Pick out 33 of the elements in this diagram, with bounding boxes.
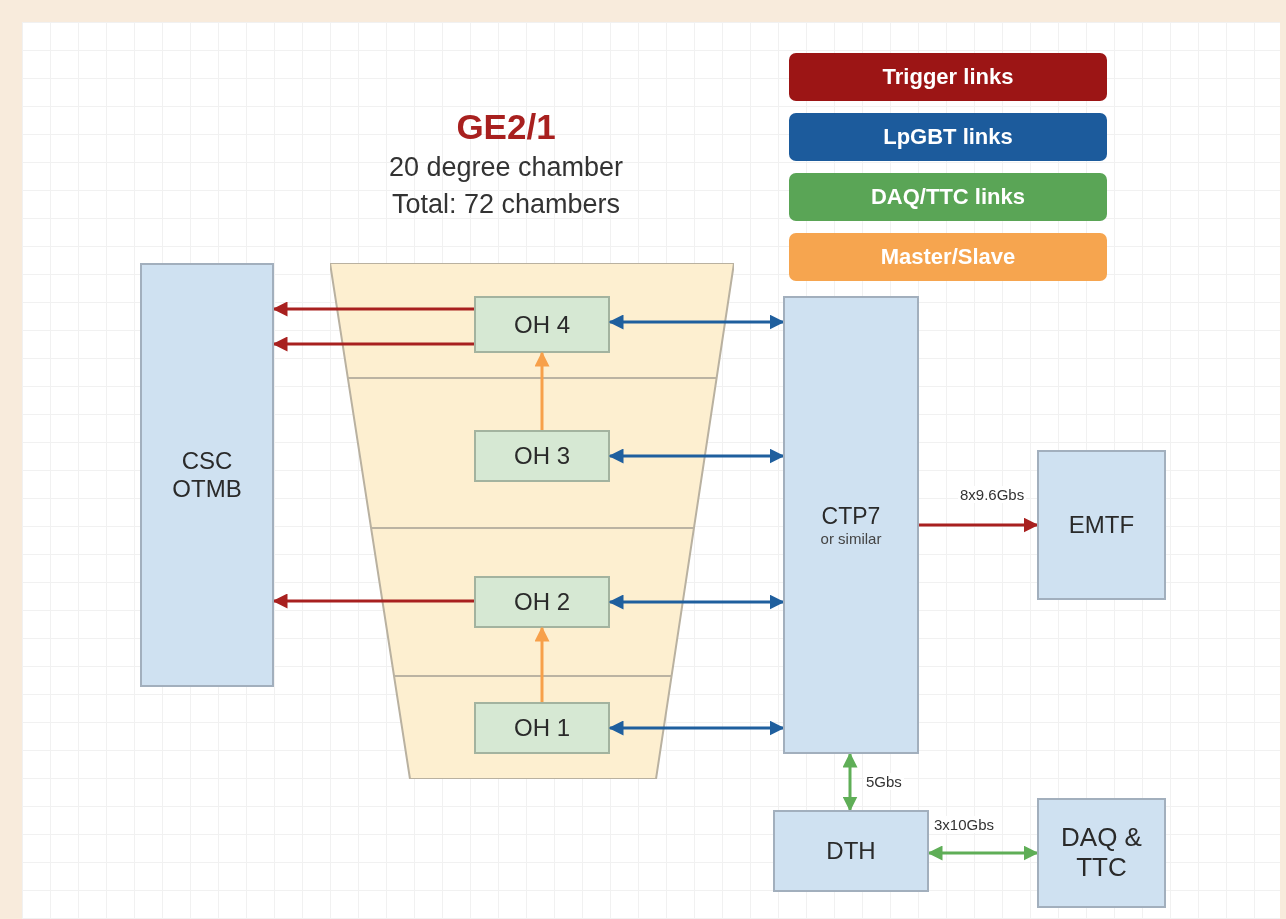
- node-label: DAQ & TTC: [1060, 823, 1143, 883]
- node-label: OH 1: [513, 714, 571, 742]
- edge-label: 5Gbs: [864, 773, 904, 790]
- node-label: OH 2: [513, 588, 571, 616]
- node-label: DTH: [825, 837, 877, 865]
- node-label: CTP7: [820, 503, 882, 530]
- module-box: [783, 296, 919, 754]
- chamber-caption: Total: 72 chambers: [391, 188, 621, 221]
- arrow: [534, 351, 550, 430]
- optohybrid-box: [474, 702, 610, 754]
- legend-key: Trigger links: [789, 53, 1107, 101]
- legend-key: DAQ/TTC links: [789, 173, 1107, 221]
- arrow: [842, 752, 858, 812]
- node-label: OH 3: [513, 442, 571, 470]
- edge-label: 8x9.6Gbs: [958, 486, 1027, 503]
- optohybrid-box: [474, 296, 610, 353]
- module-box: [773, 810, 929, 892]
- node-sublabel: or similar: [820, 529, 882, 547]
- module-box: [1037, 798, 1166, 908]
- node-label: OH 4: [513, 310, 571, 339]
- arrow: [534, 626, 550, 702]
- optohybrid-box: [474, 430, 610, 482]
- arrow: [919, 517, 1039, 533]
- legend-key: Master/Slave: [789, 233, 1107, 281]
- module-box: [1037, 450, 1166, 600]
- module-box: [140, 263, 274, 687]
- node-label: EMTF: [1067, 511, 1136, 539]
- edge-label: 3x10Gbs: [932, 816, 997, 833]
- chamber-title: GE2/1: [456, 106, 556, 148]
- legend-key: LpGBT links: [789, 113, 1107, 161]
- node-label: CSC OTMB: [171, 447, 243, 503]
- optohybrid-box: [474, 576, 610, 628]
- chamber-caption: 20 degree chamber: [388, 151, 624, 184]
